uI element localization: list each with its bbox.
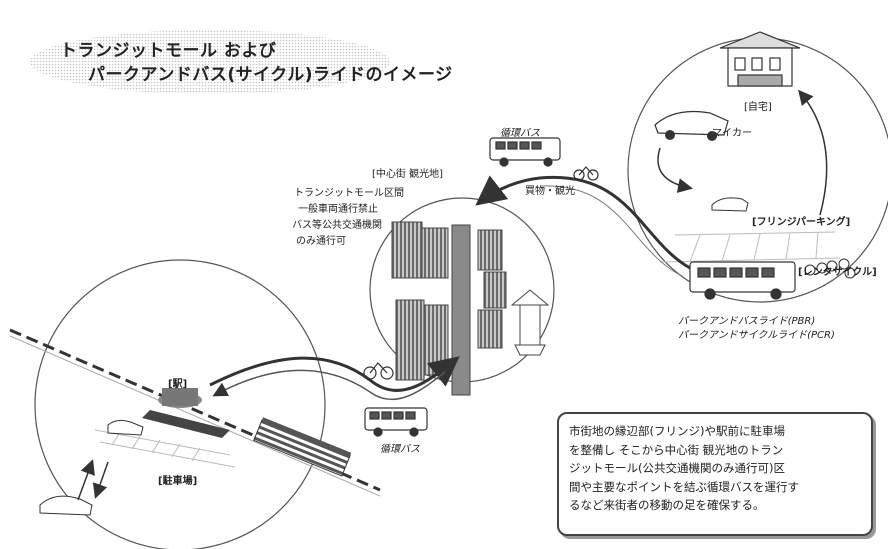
car-to-parking-arrow (657, 147, 693, 193)
transit-mall-label-4: のみ通行可 (296, 236, 346, 247)
building (395, 299, 425, 381)
transit-mall-label-1: トランジットモール区間 (294, 188, 404, 199)
circulating-bus-bottom (364, 407, 428, 437)
pcr-label: パークアンドサイクルライド(PCR) (678, 330, 835, 341)
title-block: トランジットモール および パークアンドバス(サイクル)ライドのイメージ (42, 22, 452, 94)
parked-car (711, 197, 749, 212)
bicycle-top (573, 166, 599, 181)
fringe-parking-lot (659, 231, 841, 263)
center-label: [中心街 観光地] (372, 169, 443, 180)
home-label: [自宅] (744, 102, 772, 113)
parking-label: [駐車場] (158, 476, 198, 487)
fringe-parking-label: [フリンジパーキング] (752, 217, 851, 228)
rental-cycle-label: [レンタサイクル] (798, 267, 877, 278)
bicycle-bottom (363, 362, 394, 380)
station-parking-lot (94, 429, 236, 468)
shopping-label: 買物・観光 (525, 186, 575, 197)
pbr-label: パークアンドバスライド(PBR) (678, 316, 816, 327)
transit-mall-label-3: バス等公共交通機関 (292, 220, 382, 231)
note-line: 市街地の縁辺部(フリンジ)や駅前に駐車場 (569, 424, 785, 438)
building (483, 271, 507, 309)
pagoda (510, 289, 550, 356)
explanation-box: 市街地の縁辺部(フリンジ)や駅前に駐車場 を整備し そこから中心街 観光地のトラ… (557, 412, 873, 536)
route-fringe-to-downtown (475, 175, 691, 270)
title-line-2: パークアンドバス(サイクル)ライドのイメージ (88, 65, 453, 85)
note-line: を整備し そこから中心街 観光地のトラン (569, 442, 784, 457)
bus-top-label: 循環バス (500, 128, 540, 139)
note-line: るなど来街者の移動の足を確保する。 (569, 498, 765, 512)
building (477, 309, 503, 349)
station-car (107, 419, 144, 436)
title-line-1: トランジットモール および (60, 41, 277, 61)
building (423, 304, 449, 376)
station-building (142, 388, 230, 438)
circulating-bus-top (489, 137, 561, 167)
home-house (719, 31, 801, 87)
title-cloud (30, 30, 390, 94)
parking-to-home-arrow (798, 89, 828, 216)
my-car (654, 110, 729, 136)
transit-mall-label-2: 一般車両通行禁止 (298, 204, 378, 215)
route-downtown-to-station (212, 369, 446, 401)
transit-mall-road (451, 224, 471, 396)
bottom-car (39, 495, 93, 516)
train (253, 417, 352, 477)
bus-bottom-label: 循環バス (380, 444, 420, 455)
building (421, 227, 449, 279)
building (477, 229, 503, 271)
rental-bicycles (804, 258, 856, 279)
station-area-circle (34, 259, 326, 549)
note-line: 間や主要なポイントを結ぶ循環バスを運行す (569, 479, 799, 494)
building (391, 221, 423, 279)
fringe-bus (689, 261, 796, 300)
station-label: [駅] (168, 379, 188, 390)
note-line: ジットモール(公共交通機関のみ通行可)区 (569, 461, 785, 475)
my-car-label: マイカー (712, 128, 752, 139)
